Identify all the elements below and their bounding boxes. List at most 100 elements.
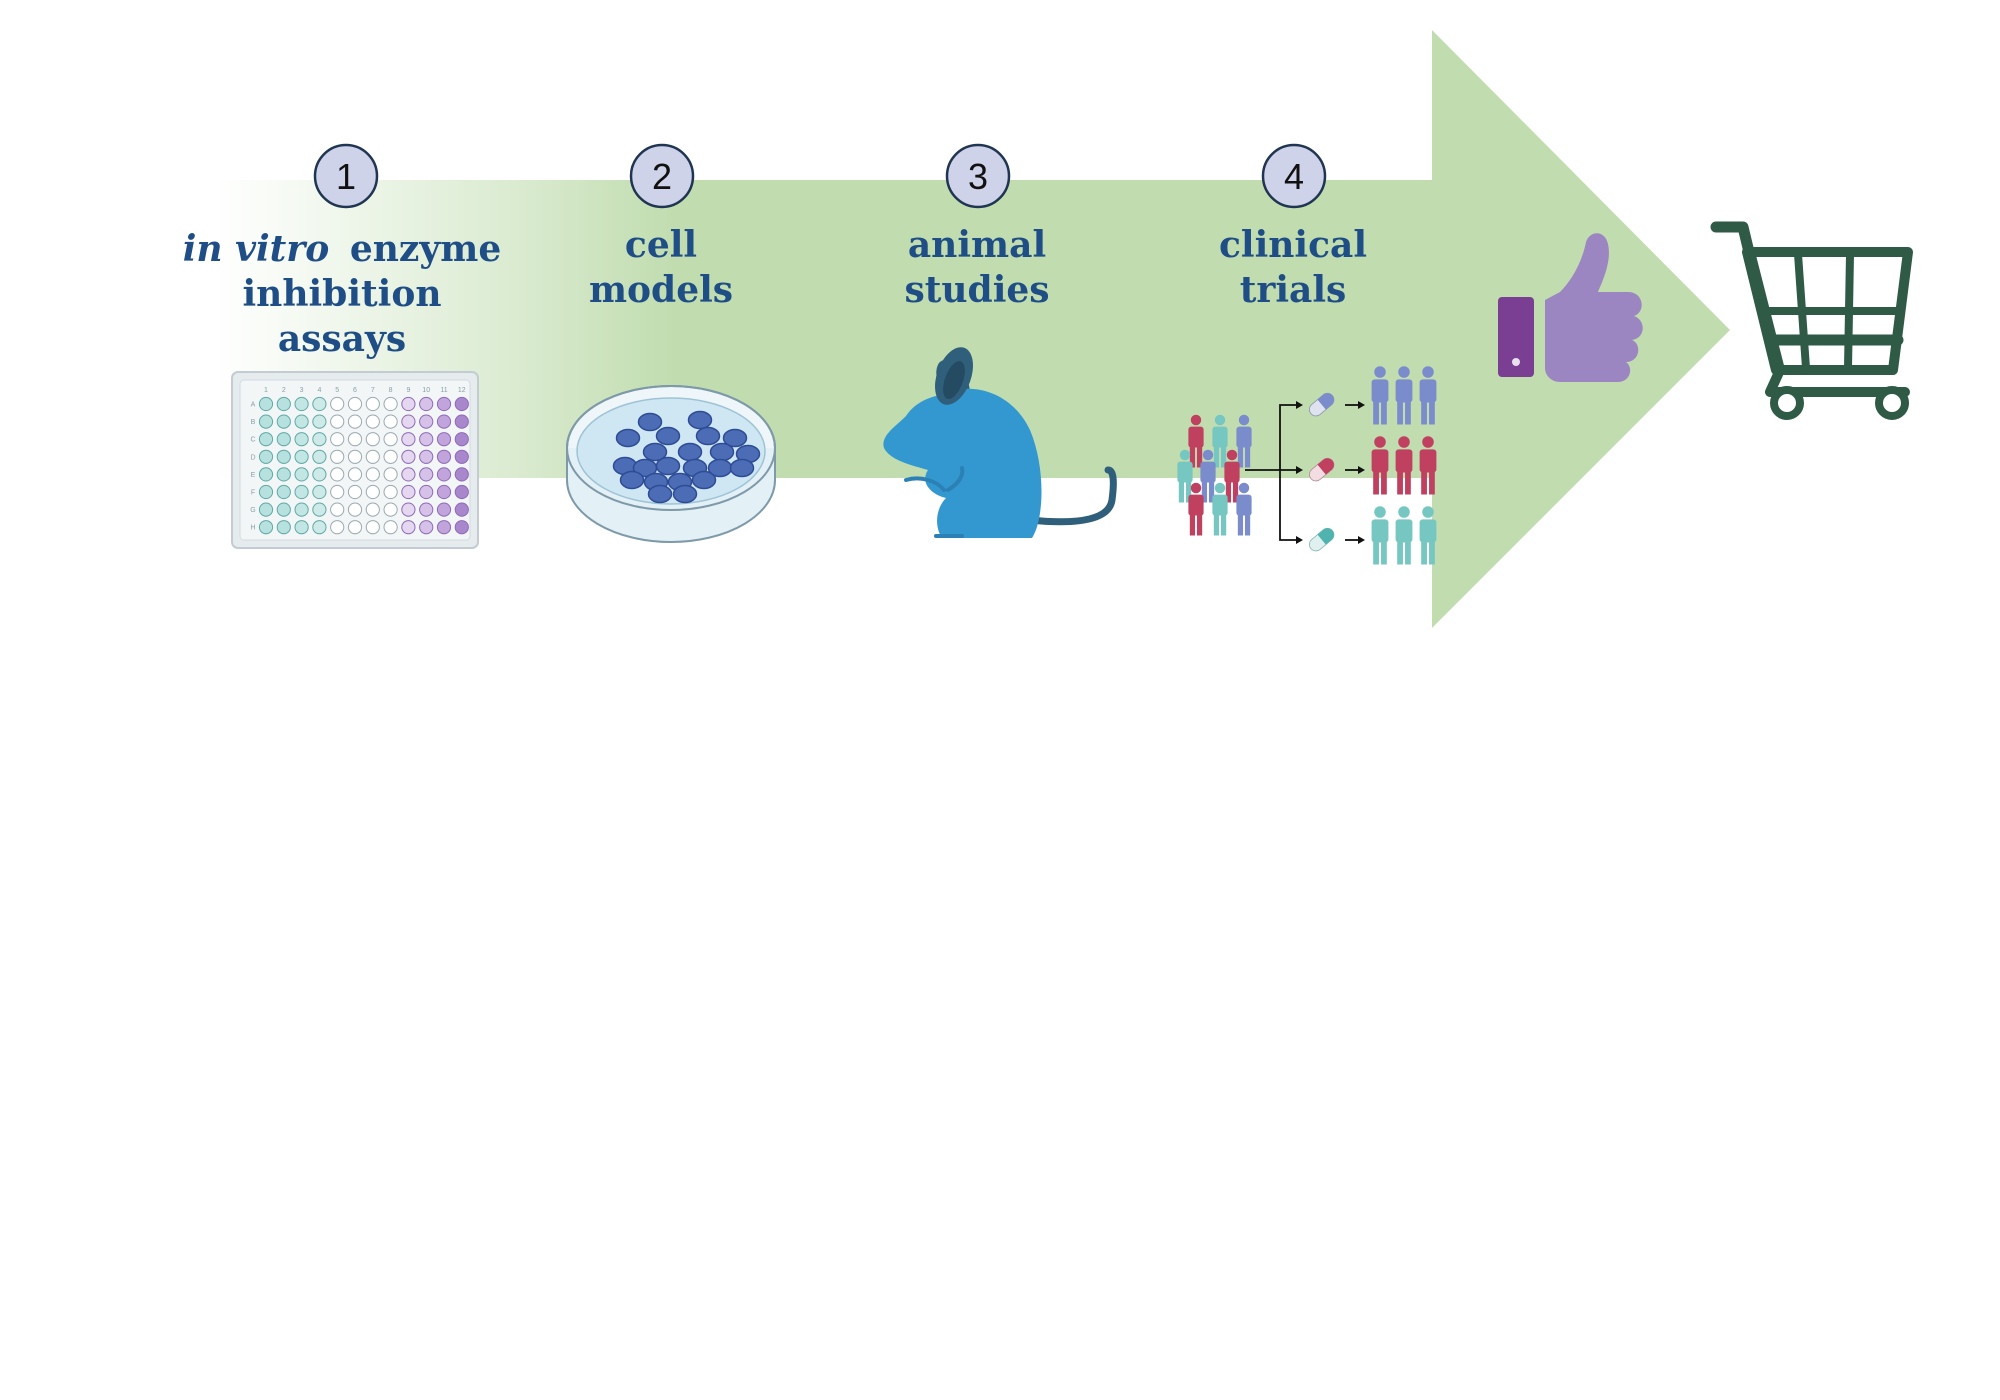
person-icon — [1212, 482, 1228, 536]
cell — [647, 484, 673, 504]
plate-well — [383, 467, 398, 482]
svg-text:clinical: clinical — [1219, 224, 1367, 266]
plate-row-label: G — [250, 507, 255, 514]
svg-text:animal: animal — [908, 224, 1046, 266]
plate-well — [312, 414, 327, 429]
svg-text:studies: studies — [904, 269, 1049, 311]
svg-text:2: 2 — [652, 156, 672, 197]
plate-well — [294, 396, 309, 412]
person-icon — [1371, 506, 1389, 565]
plate-well — [258, 396, 274, 412]
step-3-badge: 3 — [945, 143, 1011, 209]
person-icon — [1236, 482, 1252, 536]
cell — [672, 484, 698, 504]
plate-row-label: A — [251, 402, 256, 409]
plate-well — [276, 502, 291, 517]
plate-well — [419, 467, 434, 482]
pill-icon — [1309, 457, 1335, 482]
plate-well — [383, 449, 398, 464]
plate-col-label: 2 — [282, 387, 286, 394]
plate-well — [347, 520, 363, 535]
person-icon — [1212, 414, 1228, 468]
plate-row-label: F — [251, 490, 255, 497]
step-1-label: in vitro enzyme inhibition assays — [183, 228, 502, 360]
plate-well — [401, 520, 416, 535]
plate-well — [258, 449, 274, 464]
step-1-label-italic: in vitro — [183, 228, 330, 270]
randomization-arrows — [1245, 404, 1360, 541]
plate-well — [347, 449, 363, 464]
plate-well — [436, 396, 452, 412]
plate-well — [419, 520, 434, 535]
plate-well — [347, 432, 363, 447]
plate-well — [330, 484, 345, 500]
svg-text:3: 3 — [968, 156, 988, 197]
plate-well — [294, 449, 309, 464]
step-3-label: animal studies — [904, 224, 1049, 311]
plate-well — [312, 484, 327, 500]
cell — [677, 442, 703, 462]
person-icon — [1188, 482, 1204, 536]
plate-well — [365, 502, 380, 517]
step-1-label-line-3: assays — [278, 318, 406, 360]
plate-well — [330, 432, 345, 447]
plate-well — [401, 484, 416, 500]
pill-icon — [1309, 527, 1335, 552]
pipeline-arrow — [215, 30, 1730, 628]
plate-well — [294, 520, 309, 535]
plate-well — [401, 502, 416, 517]
plate-well — [258, 502, 274, 517]
shopping-cart-icon — [1710, 221, 1913, 420]
plate-well — [419, 484, 434, 500]
step-4-badge: 4 — [1261, 143, 1327, 209]
cell — [655, 426, 681, 446]
cell — [709, 442, 735, 462]
plate-well — [258, 484, 274, 500]
svg-text:models: models — [589, 269, 733, 311]
plate-well — [419, 432, 434, 447]
plate-well — [454, 502, 469, 517]
person-icon — [1177, 449, 1193, 503]
plate-well — [436, 414, 452, 429]
svg-text:in vitro enzyme: in vitro enzyme — [183, 228, 502, 270]
plate-well — [294, 502, 309, 517]
person-icon — [1419, 436, 1437, 495]
plate-col-label: 4 — [317, 387, 321, 394]
plate-well — [401, 414, 416, 429]
plate-well — [294, 432, 309, 447]
plate-well — [419, 449, 434, 464]
plate-well — [330, 467, 345, 482]
plate-well — [347, 502, 363, 517]
plate-well — [312, 396, 327, 412]
plate-well — [401, 467, 416, 482]
plate-well — [347, 467, 363, 482]
cell — [722, 428, 748, 448]
plate-well — [436, 520, 452, 535]
cell — [619, 470, 645, 490]
plate-well — [365, 520, 380, 535]
person-icon — [1188, 414, 1204, 468]
plate-well — [276, 414, 291, 429]
cell — [655, 456, 681, 476]
plate-well — [258, 414, 274, 429]
plate-col-label: 10 — [422, 387, 430, 394]
plate-well — [365, 484, 380, 500]
plate-well — [454, 484, 469, 500]
plate-well — [436, 432, 452, 447]
plate-well — [436, 484, 452, 500]
plate-well — [347, 396, 363, 412]
person-icon — [1395, 436, 1413, 495]
plate-row-label: D — [250, 454, 255, 461]
plate-col-label: 8 — [389, 387, 393, 394]
plate-well — [258, 467, 274, 482]
plate-well — [401, 449, 416, 464]
plate-well — [436, 467, 452, 482]
mouse-icon — [883, 347, 1117, 538]
person-icon — [1371, 436, 1389, 495]
plate-well — [330, 502, 345, 517]
plate-well — [383, 484, 398, 500]
plate-well — [312, 432, 327, 447]
plate-well — [312, 467, 327, 482]
plate-well — [347, 414, 363, 429]
